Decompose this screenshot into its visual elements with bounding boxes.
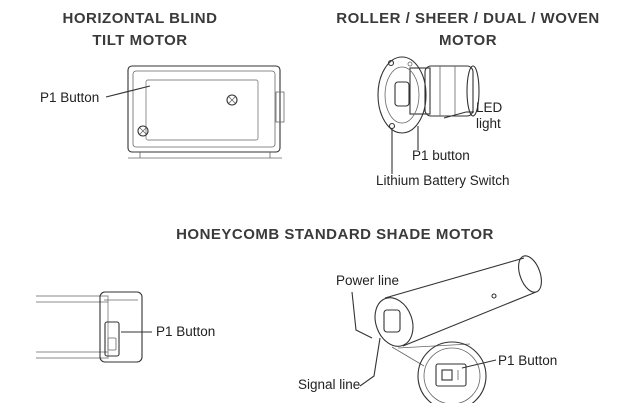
honeycomb-motor-title: HONEYCOMB STANDARD SHADE MOTOR (176, 226, 494, 243)
tilt-motor-drawing (105, 65, 285, 159)
signal-line-label: Signal line (298, 377, 361, 392)
tilt-motor-p1-label: P1 Button (40, 90, 100, 105)
horizontal-blind-title-line2: TILT MOTOR (92, 32, 188, 49)
roller-p1-label: P1 button (412, 148, 470, 163)
headrail-p1-label: P1 Button (156, 324, 216, 339)
horizontal-blind-title: HORIZONTAL BLIND TILT MOTOR (40, 8, 240, 52)
roller-battery-switch-label: Lithium Battery Switch (376, 173, 510, 188)
roller-led-label-line1: LED (476, 100, 503, 115)
horizontal-blind-title-line1: HORIZONTAL BLIND (62, 10, 218, 27)
roller-motor-drawing (377, 56, 480, 174)
roller-led-label: LED light (476, 100, 502, 132)
roller-motor-title: ROLLER / SHEER / DUAL / WOVEN MOTOR (318, 8, 618, 52)
tubular-motor-drawing (351, 255, 542, 403)
roller-led-label-line2: light (476, 116, 501, 131)
power-line-label: Power line (336, 273, 400, 288)
roller-motor-title-line2: MOTOR (438, 32, 498, 49)
honeycomb-headrail-drawing (36, 291, 152, 363)
tubular-motor-p1-label: P1 Button (498, 353, 558, 368)
roller-motor-title-line1: ROLLER / SHEER / DUAL / WOVEN (336, 10, 600, 27)
